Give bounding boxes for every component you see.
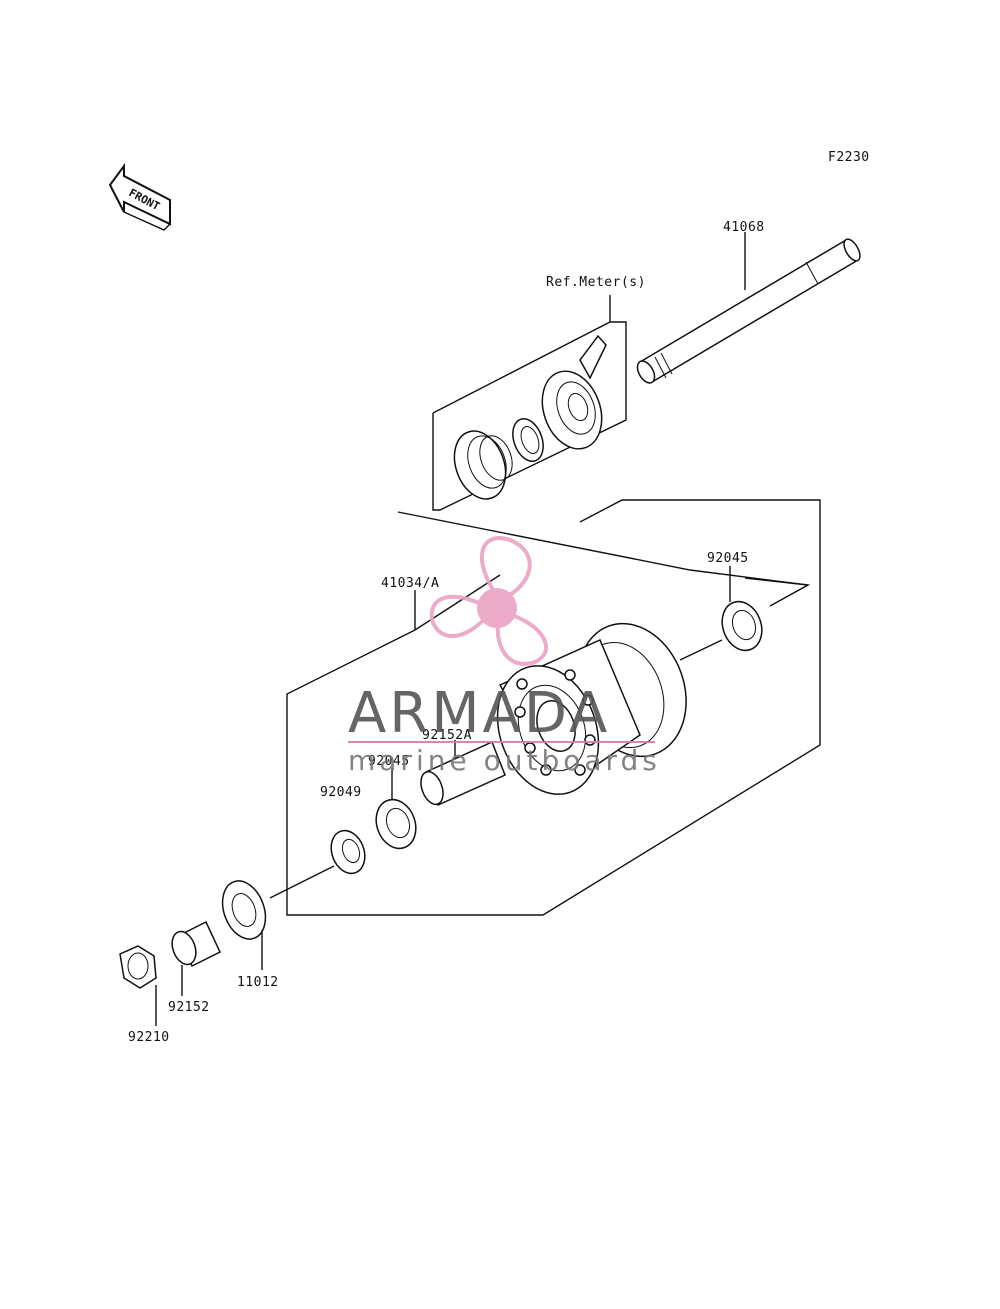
hub-bracket bbox=[286, 499, 821, 916]
axle-41068: 41068 bbox=[636, 220, 861, 384]
label-41034: 41034/A bbox=[381, 576, 439, 591]
label-92045-top: 92045 bbox=[707, 551, 749, 566]
watermark: ARMADA marine outboards bbox=[348, 536, 661, 777]
spacer-92152A: 92152A bbox=[420, 728, 506, 807]
seal-92049: 92049 bbox=[269, 785, 366, 899]
ref-meter-label: Ref.Meter(s) bbox=[546, 275, 646, 290]
guide-line-upper bbox=[397, 511, 811, 607]
collar-11012: 11012 bbox=[221, 880, 279, 990]
propeller-logo-icon bbox=[429, 536, 548, 666]
label-92210: 92210 bbox=[128, 1030, 170, 1045]
wheel-hub bbox=[496, 622, 687, 795]
label-92049: 92049 bbox=[320, 785, 362, 800]
label-11012: 11012 bbox=[237, 975, 279, 990]
spacer-92152: 92152 bbox=[168, 920, 221, 1015]
label-92045-mid: 92045 bbox=[368, 754, 410, 769]
label-41068: 41068 bbox=[723, 220, 765, 235]
figure-code: F2230 bbox=[828, 150, 870, 165]
watermark-tagline: marine outboards bbox=[348, 744, 661, 777]
bearing-92045-mid: 92045 bbox=[368, 754, 417, 850]
watermark-brand: ARMADA bbox=[348, 681, 610, 746]
front-arrow-icon: FRONT bbox=[108, 162, 171, 231]
label-92152A: 92152A bbox=[422, 728, 472, 743]
ref-meter-box: Ref.Meter(s) bbox=[432, 275, 646, 511]
label-92152: 92152 bbox=[168, 1000, 210, 1015]
nut-92210: 92210 bbox=[119, 945, 170, 1045]
bearing-92045-top: 92045 bbox=[679, 551, 763, 661]
